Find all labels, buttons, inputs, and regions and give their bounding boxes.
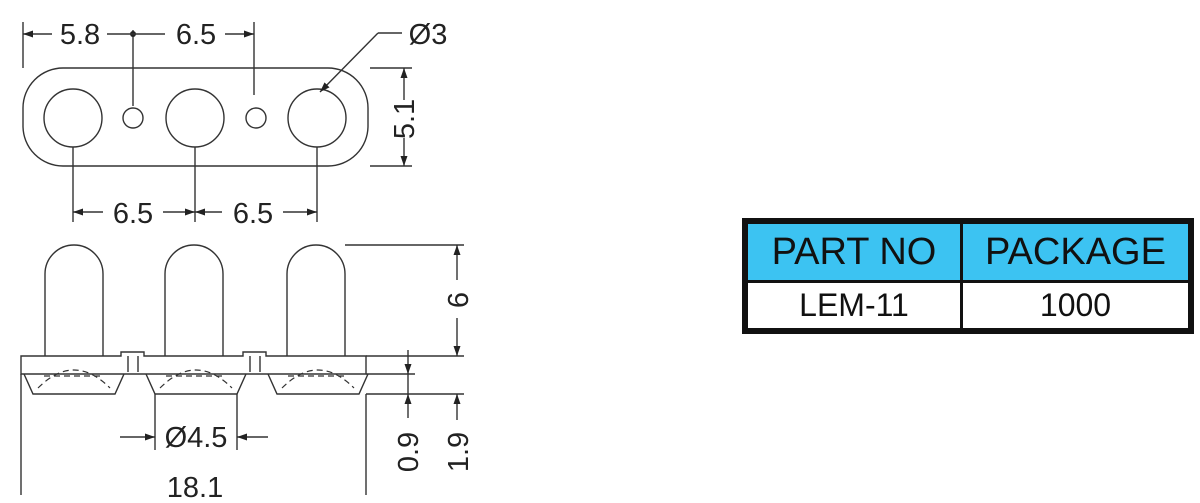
dim-1-9: 1.9 <box>443 432 475 472</box>
lead-hole-2 <box>165 88 225 148</box>
led-dome-1 <box>44 244 104 356</box>
dim-18-1: 18.1 <box>167 472 223 503</box>
part-number-value: LEM-11 <box>748 283 963 328</box>
led-dome-2 <box>164 244 224 356</box>
part-info-table: PART NO PACKAGE LEM-11 1000 <box>742 218 1194 334</box>
dim-5-8: 5.8 <box>60 19 100 51</box>
base-segment-3 <box>267 373 369 395</box>
dim-6-5-top: 6.5 <box>176 19 216 51</box>
dim-6: 6 <box>443 292 475 308</box>
header-package: PACKAGE <box>963 224 1188 283</box>
dim-5-1: 5.1 <box>389 99 421 139</box>
base-segment-2 <box>145 373 247 395</box>
lead-hole-1 <box>43 88 103 148</box>
led-dome-3 <box>286 244 346 356</box>
dim-lens-diameter: Ø4.5 <box>165 422 228 454</box>
dim-hole-diameter: Ø3 <box>409 19 448 51</box>
lead-hole-3 <box>287 88 347 148</box>
pin-hole-2 <box>245 107 267 129</box>
dim-0-9: 0.9 <box>393 432 425 472</box>
dim-6-5-right: 6.5 <box>233 198 273 230</box>
holder-flange <box>20 351 367 375</box>
pin-hole-1 <box>122 107 144 129</box>
dim-6-5-left: 6.5 <box>113 198 153 230</box>
header-part-no: PART NO <box>748 224 963 283</box>
base-segment-1 <box>23 373 125 395</box>
package-value: 1000 <box>1039 287 1112 323</box>
